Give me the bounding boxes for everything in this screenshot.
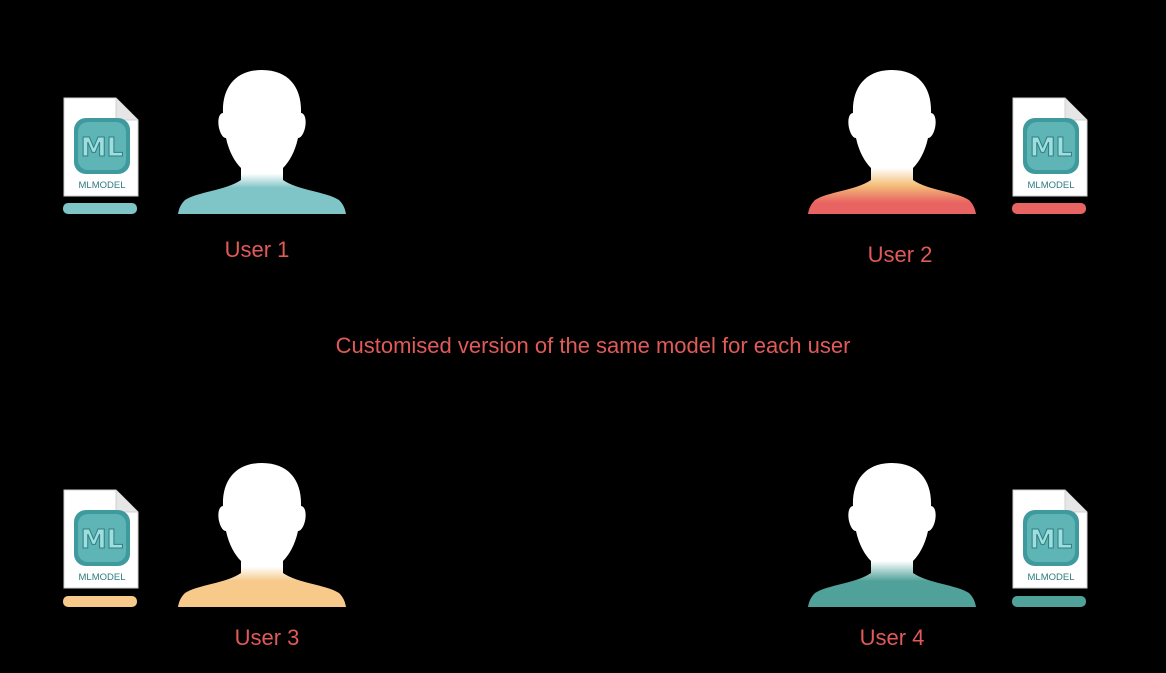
user-2-label: User 2	[867, 242, 933, 267]
user-1-color-bar	[63, 203, 137, 214]
ml-glyph: ML	[81, 525, 123, 555]
user-4-avatar-icon	[807, 461, 977, 607]
mlmodel-file-icon: ML MLMODEL	[1011, 488, 1091, 612]
ml-glyph: ML	[81, 133, 123, 163]
mlmodel-label: MLMODEL	[79, 180, 126, 191]
user-3-color-bar	[63, 596, 137, 607]
ml-glyph: ML	[1030, 133, 1072, 163]
user-group-4: ML MLMODEL User 4	[780, 390, 1166, 673]
mlmodel-label: MLMODEL	[79, 572, 126, 583]
mlmodel-file-icon: ML MLMODEL	[1011, 96, 1091, 220]
mlmodel-label: MLMODEL	[1028, 572, 1075, 583]
mlmodel-file-icon: ML MLMODEL	[62, 96, 142, 220]
user-2-color-bar	[1012, 203, 1086, 214]
user-4-color-bar	[1012, 596, 1086, 607]
user-3-avatar-icon	[177, 461, 347, 607]
user-group-3: ML MLMODEL User 3	[0, 390, 400, 673]
user-group-1: ML MLMODEL User 1	[0, 0, 400, 280]
user-group-2: ML MLMODEL User 2	[780, 0, 1166, 290]
mlmodel-label: MLMODEL	[1028, 180, 1075, 191]
user-1-avatar-icon	[177, 68, 347, 214]
user-2-avatar-icon	[807, 68, 977, 214]
user-4-label: User 4	[859, 625, 925, 650]
diagram-caption: Customised version of the same model for…	[335, 333, 851, 358]
user-3-label: User 3	[234, 625, 300, 650]
ml-glyph: ML	[1030, 525, 1072, 555]
user-1-label: User 1	[224, 237, 290, 262]
mlmodel-file-icon: ML MLMODEL	[62, 488, 142, 612]
